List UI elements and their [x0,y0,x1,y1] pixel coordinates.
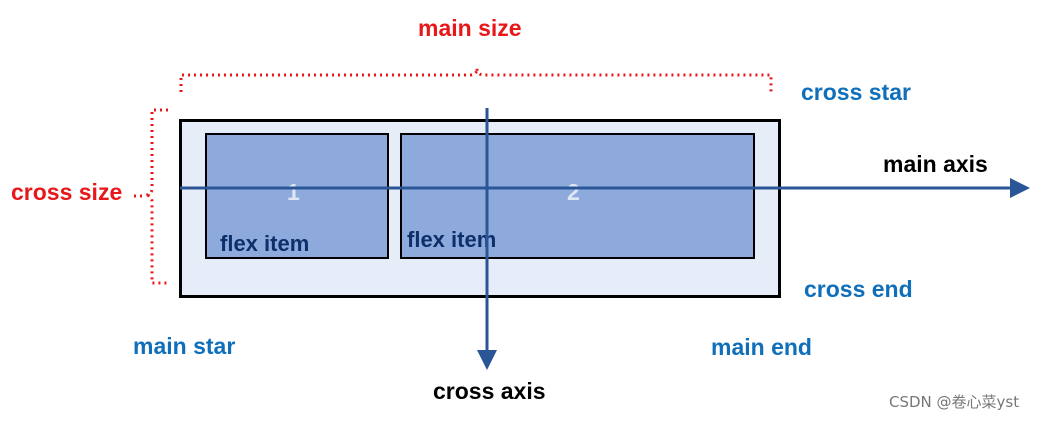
main-axis-arrowhead [1010,178,1030,198]
flex-item-2-number: 2 [567,179,580,205]
cross-axis-label: cross axis [433,378,546,404]
flex-item-2-label: flex item [407,227,497,252]
cross-axis-arrowhead [477,350,497,370]
main-size-label: main size [418,15,522,41]
cross-size-label: cross size [11,179,123,205]
cross-size-bracket [144,108,168,285]
cross-start-label: cross star [801,79,911,105]
flex-item-1: 1 flex item [205,133,389,259]
cross-end-label: cross end [804,276,913,302]
main-end-label: main end [711,334,812,360]
flex-container: 1 flex item 2 flex item [179,119,781,298]
main-axis-label: main axis [883,151,988,177]
flex-item-1-label: flex item [220,231,310,256]
main-size-bracket [179,67,773,92]
watermark: CSDN @卷心菜yst [889,393,1020,411]
flex-item-2: 2 flex item [400,133,755,259]
main-start-label: main star [133,333,236,359]
flex-item-1-number: 1 [287,179,300,205]
